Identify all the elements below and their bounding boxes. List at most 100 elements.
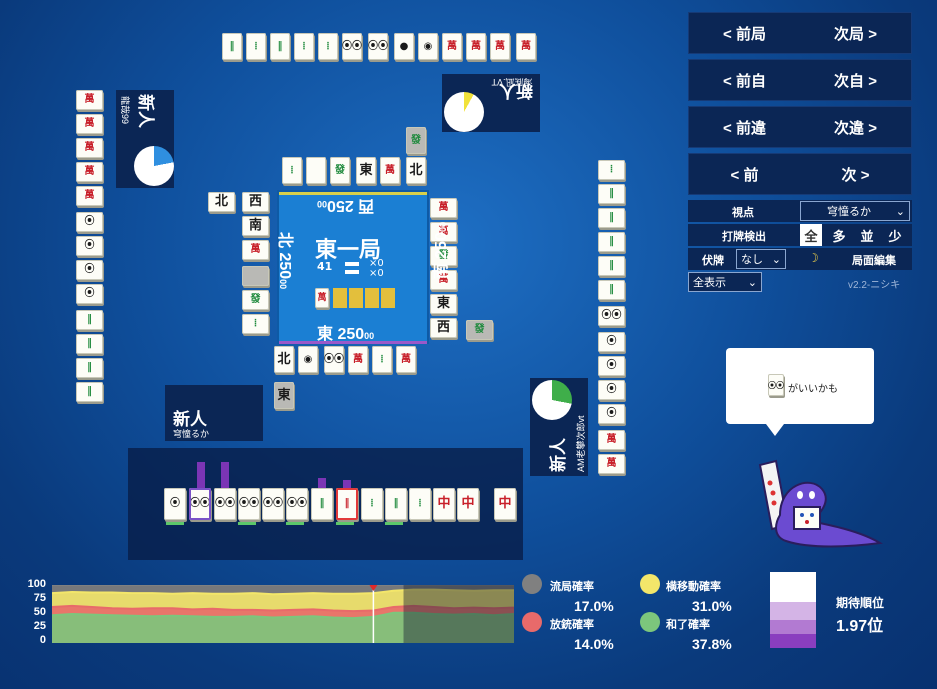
south-score: 南 25000 bbox=[433, 222, 450, 280]
tile: ‖ bbox=[76, 358, 103, 378]
mascot-snake-icon bbox=[758, 459, 883, 548]
hand-tile[interactable]: 中 bbox=[457, 488, 479, 520]
tile: ⦿ bbox=[598, 332, 625, 352]
series-line bbox=[52, 588, 514, 596]
right-discards: 萬 萬 發 萬 東 西 發 bbox=[430, 198, 500, 348]
round-nav: < 前局 次局 > bbox=[688, 12, 912, 54]
bottom-discards: 北 ◉ ⦿⦿ 萬 ⦙ 萬 東 bbox=[274, 346, 424, 416]
hand-tile[interactable]: ⦙ bbox=[409, 488, 431, 520]
viewpoint-row: 視点 穹憧るか ⌄ bbox=[688, 200, 912, 222]
hand-tile[interactable]: 中 bbox=[433, 488, 455, 520]
riichi-count: ×0 bbox=[369, 258, 384, 269]
hand-tile[interactable]: ⦿ bbox=[164, 488, 186, 520]
advice-tile: ⦿⦿ bbox=[768, 374, 784, 396]
tile: 北 bbox=[274, 346, 294, 373]
tile: ◉ bbox=[298, 346, 318, 373]
tile: 西 bbox=[242, 192, 269, 212]
hidden-label: 伏牌 bbox=[702, 255, 724, 267]
prev-round-button[interactable]: < 前局 bbox=[723, 25, 766, 43]
hidden-value: なし bbox=[741, 254, 763, 266]
tile: ‖ bbox=[76, 334, 103, 354]
advice-text: がいいかも bbox=[788, 384, 838, 395]
self-hand: ⦿ ⦿⦿ ⦿⦿ ⦿⦿ ⦿⦿ ⦿⦿ ‖ ‖ ⦙ ‖ ⦙ 中 中 中 bbox=[164, 488, 524, 528]
detect-normal-button[interactable]: 並 bbox=[856, 224, 878, 246]
hand-tile[interactable]: ⦿⦿ bbox=[214, 488, 236, 520]
drawn-tile[interactable]: 中 bbox=[494, 488, 516, 520]
tile: ⦿⦿ bbox=[368, 33, 388, 60]
tile: ⦿ bbox=[76, 236, 103, 256]
tile: ⦿ bbox=[76, 212, 103, 232]
tile: 萬 bbox=[76, 114, 103, 134]
next-self-button[interactable]: 次自 > bbox=[834, 72, 877, 90]
tile: ⦿ bbox=[598, 380, 625, 400]
detect-all-button[interactable]: 全 bbox=[800, 224, 822, 246]
hand-tile[interactable]: ⦿⦿ bbox=[238, 488, 260, 520]
ytick-label: 50 bbox=[33, 606, 46, 618]
hand-tile[interactable]: ‖ bbox=[336, 488, 358, 520]
eval-bar bbox=[197, 462, 205, 488]
riichi-stick-icon bbox=[345, 262, 359, 266]
hand-tile[interactable]: ‖ bbox=[311, 488, 333, 520]
next-round-button[interactable]: 次局 > bbox=[834, 25, 877, 43]
tile: ◉ bbox=[418, 33, 438, 60]
dora-indicators: 萬 bbox=[315, 288, 395, 308]
hora-dot bbox=[640, 612, 660, 632]
houju-value: 14.0% bbox=[574, 636, 614, 652]
tile: 萬 bbox=[466, 33, 486, 60]
hand-tile[interactable]: ⦙ bbox=[361, 488, 383, 520]
left-player-plate: 新人 龍哉99 bbox=[116, 90, 174, 188]
probability-chart[interactable] bbox=[52, 585, 514, 643]
yokoido-value: 31.0% bbox=[692, 598, 732, 614]
detect-row: 打牌検出 全 多 並 少 bbox=[688, 224, 912, 246]
hand-tile[interactable]: ⦿⦿ bbox=[189, 488, 211, 520]
tile: 東 bbox=[274, 382, 294, 409]
moon-icon[interactable]: ☽ bbox=[808, 251, 819, 265]
houju-dot bbox=[522, 612, 542, 632]
prev-diff-button[interactable]: < 前違 bbox=[723, 119, 766, 137]
left-player-name: 新人 bbox=[136, 94, 155, 128]
dora-tile: 萬 bbox=[315, 288, 329, 308]
tile: 北 bbox=[208, 192, 235, 212]
tile: ‖ bbox=[76, 310, 103, 330]
next-diff-button[interactable]: 次違 > bbox=[834, 119, 877, 137]
next-button[interactable]: 次 > bbox=[841, 166, 870, 184]
tile: ⦿ bbox=[598, 356, 625, 376]
hora-label: 和了確率 bbox=[666, 619, 710, 631]
tile: 萬 bbox=[516, 33, 536, 60]
chevron-down-icon: ⌄ bbox=[771, 253, 781, 266]
hand-tile[interactable]: ⦿⦿ bbox=[286, 488, 308, 520]
round-label: 東一局 bbox=[315, 237, 382, 262]
tile: ‖ bbox=[598, 232, 625, 252]
tile: 萬 bbox=[396, 346, 416, 373]
tile: 萬 bbox=[598, 430, 625, 450]
ryukyoku-dot bbox=[522, 574, 542, 594]
chevron-down-icon: ⌄ bbox=[895, 205, 905, 218]
self-player-name: 新人 bbox=[173, 410, 207, 429]
tile: 萬 bbox=[242, 240, 269, 260]
tile: 萬 bbox=[442, 33, 462, 60]
tile: ⦙ bbox=[294, 33, 314, 60]
prev-button[interactable]: < 前 bbox=[730, 166, 759, 184]
hidden-select[interactable]: なし ⌄ bbox=[736, 249, 786, 269]
edit-board-button[interactable]: 局面編集 bbox=[852, 255, 896, 267]
hand-tile[interactable]: ‖ bbox=[385, 488, 407, 520]
tile: 南 bbox=[242, 216, 269, 236]
tile: ⦙ bbox=[318, 33, 338, 60]
rank-label: 期待順位 bbox=[836, 596, 885, 610]
right-player-plate: 新人 AM老攀次郎vt bbox=[530, 378, 588, 476]
hand-tile[interactable]: ⦿⦿ bbox=[262, 488, 284, 520]
ytick-label: 75 bbox=[33, 592, 46, 604]
detect-many-button[interactable]: 多 bbox=[828, 224, 850, 246]
detect-few-button[interactable]: 少 bbox=[884, 224, 906, 246]
self-nav: < 前自 次自 > bbox=[688, 59, 912, 101]
viewpoint-label: 視点 bbox=[732, 207, 754, 219]
prev-self-button[interactable]: < 前自 bbox=[723, 72, 766, 90]
viewpoint-value: 穹憧るか bbox=[827, 206, 871, 218]
east-score: 東 25000 bbox=[317, 326, 375, 343]
top-player-plate: 新人 海底凪.VT bbox=[442, 74, 540, 132]
display-select[interactable]: 全表示 ⌄ bbox=[688, 272, 762, 292]
series-area bbox=[52, 612, 514, 643]
self-player-sub: 穹憧るか bbox=[173, 429, 210, 439]
tile: 萬 bbox=[490, 33, 510, 60]
viewpoint-select[interactable]: 穹憧るか ⌄ bbox=[800, 201, 910, 221]
